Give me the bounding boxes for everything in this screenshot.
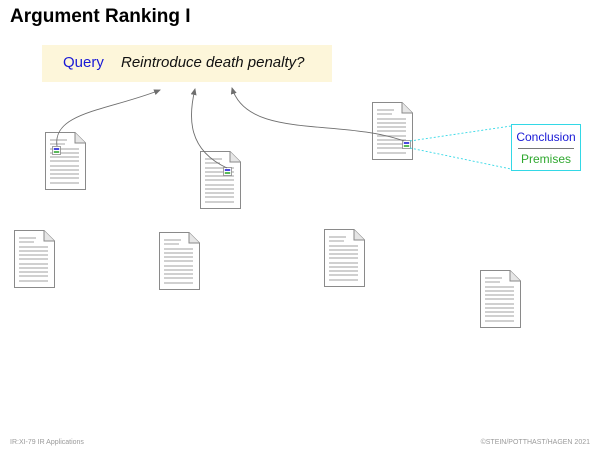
argument-marker-icon	[222, 166, 233, 177]
retrieval-arrow	[230, 87, 405, 142]
query-label: Query	[63, 54, 104, 71]
document-icon	[13, 229, 56, 289]
argument-legend: Conclusion Premises	[511, 124, 581, 171]
document-icon	[323, 228, 366, 288]
query-text: Reintroduce death penalty?	[121, 54, 305, 71]
argument-marker-icon	[51, 145, 62, 156]
footer-left: IR:XI-79 IR Applications	[10, 439, 84, 446]
premises-label: Premises	[520, 152, 571, 166]
query-box: Query Reintroduce death penalty?	[42, 45, 332, 82]
retrieval-arrow	[56, 89, 161, 147]
document-icon	[44, 131, 87, 191]
conclusion-label: Conclusion	[516, 130, 576, 144]
callout-line	[409, 147, 512, 170]
divider	[518, 148, 574, 149]
document-icon	[479, 269, 522, 329]
argument-marker-icon	[401, 139, 412, 150]
footer-right: ©STEIN/POTTHAST/HAGEN 2021	[480, 439, 590, 446]
document-icon	[158, 231, 201, 291]
callout-line	[409, 125, 512, 142]
retrieval-arrow	[190, 88, 228, 169]
document-icon	[199, 150, 242, 210]
document-icon	[371, 101, 414, 161]
slide-title: Argument Ranking I	[10, 6, 191, 27]
